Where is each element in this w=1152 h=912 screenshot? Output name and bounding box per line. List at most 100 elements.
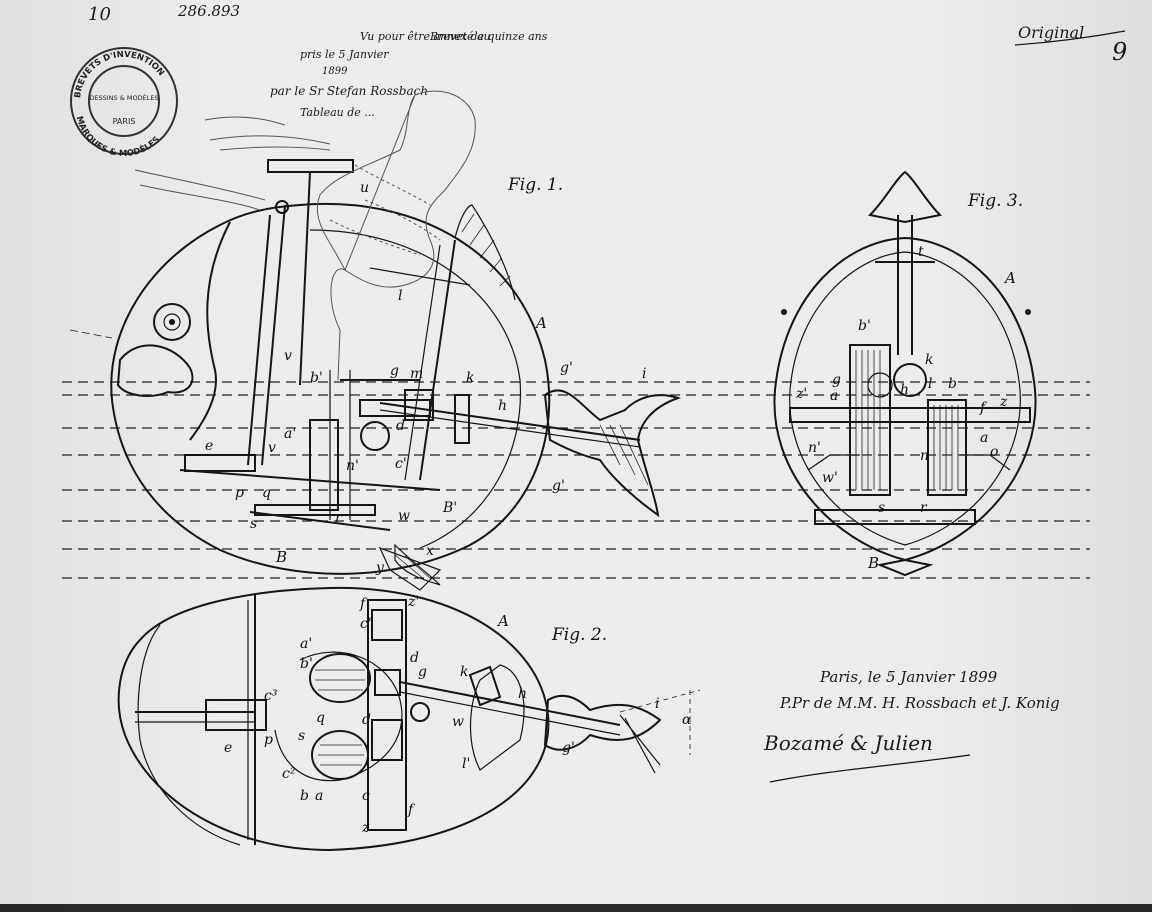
fig1-label-u: u [360, 180, 369, 196]
fig2-label-d-2: d [362, 712, 371, 728]
fig3-label-h: h [900, 382, 909, 398]
fig1-axis [70, 330, 112, 338]
fig2-label-a: a [315, 788, 323, 804]
fig1-title: Fig. 1. [507, 175, 563, 195]
scan-bottom-edge [0, 904, 1152, 912]
fig1-handlebar [268, 160, 353, 172]
fig2-label-c: c [362, 788, 370, 804]
fig3-label-a-2: a [980, 430, 988, 446]
fig1-gear-k [455, 395, 469, 443]
fig1-label-e: e [205, 438, 213, 454]
fig1-label-v: v [284, 348, 292, 364]
sheet-number-handwritten: 10 [88, 4, 111, 25]
stamp-city: PARIS [113, 117, 136, 126]
fig2-label-a-prime: a' [300, 636, 312, 652]
fig3-label-n: n [920, 448, 929, 464]
fig3-crossbar [790, 408, 1030, 422]
fig1-label-n-prime: n' [346, 458, 359, 474]
signature-name: Bozamé & Julien [763, 731, 933, 755]
fig2-label-l-prime: l' [462, 756, 470, 772]
fig1-label-m: m [410, 366, 423, 382]
fig3-floor [815, 510, 975, 524]
fig1-shaft-h [380, 403, 640, 440]
fig2-label-z-prime: z' [407, 594, 419, 610]
fig3-label-B: B [867, 554, 879, 572]
fig1-label-w: w [398, 508, 410, 524]
fig1-label-g-prime-2: g' [552, 478, 565, 494]
fig1-label-B-prime: B' [442, 500, 457, 516]
fig2-label-c2: c² [282, 766, 296, 782]
fig1-gill-line [190, 222, 230, 440]
fig2-hull [119, 588, 549, 850]
fig2-crank-circle [275, 652, 402, 780]
fig1-label-d: d [396, 418, 405, 434]
fig3-label-z: z [999, 394, 1008, 410]
attorney-line: P.Pr de M.M. H. Rossbach et J. Konig [779, 694, 1060, 712]
figure-1: Fig. 1. [70, 91, 678, 590]
fig2-label-z: z [361, 820, 370, 836]
fig2-label-g: g [418, 664, 427, 680]
fig3-label-z-prime: z' [795, 386, 807, 402]
fig1-label-q: q [262, 485, 271, 501]
fig2-label-k: k [460, 664, 468, 680]
fig3-label-g: g [832, 372, 841, 388]
fig3-fin [870, 172, 940, 222]
fig3-label-r: r [920, 500, 928, 516]
fig2-lever-l-prime [471, 665, 524, 770]
fig1-label-c-prime: c' [395, 456, 407, 472]
fig3-label-t: t [918, 244, 924, 260]
fig3-hull [774, 238, 1035, 560]
fig1-mouth [118, 345, 192, 396]
fig1-tail [545, 390, 678, 515]
fig1-label-v-2: v [268, 440, 276, 456]
fig2-label-e: e [224, 740, 232, 756]
header-notes: 10 286.893 Vu pour être annexé au Brevet… [88, 2, 1127, 150]
fig1-label-x: x [426, 543, 434, 559]
fig3-label-n-prime: n' [808, 440, 821, 456]
fig3-label-A: A [1003, 269, 1016, 287]
note-line-3: pris le 5 Janvier [300, 48, 389, 61]
note-line-5: par le Sr Stefan Rossbach [270, 84, 428, 98]
fig2-label-h: h [518, 686, 527, 702]
fig1-label-A: A [534, 314, 547, 332]
fig2-pump-e [206, 700, 266, 730]
fig3-label-w-prime: w' [822, 470, 838, 486]
figure-2: Fig. 2. A f z' c' a' b' d g [119, 588, 700, 850]
fig3-label-b: b [948, 376, 957, 392]
fig1-label-i: i [642, 366, 646, 382]
fig1-label-B: B [275, 548, 287, 566]
fig2-label-w: w [452, 714, 464, 730]
fig1-lever-l [370, 268, 470, 285]
fig2-label-b-prime: b' [300, 656, 313, 672]
note-line-6: Tableau de ... [300, 106, 375, 119]
fig2-title: Fig. 2. [551, 625, 607, 645]
fig3-label-s: s [878, 500, 885, 516]
fig1-label-y: y [375, 560, 385, 576]
fig2-label-g-prime: g' [562, 740, 575, 756]
note-line-2: Brevet de quinze ans [429, 30, 548, 43]
fig3-label-b-prime: b' [858, 318, 871, 334]
fig1-label-k: k [466, 370, 474, 386]
fig2-pedal-b-prime [310, 654, 370, 702]
fig2-label-c-prime: c' [360, 616, 372, 632]
fig3-label-l: l [928, 376, 932, 392]
fig1-dorsal-fin [455, 205, 515, 300]
fig1-label-h: h [498, 398, 507, 414]
fig3-keel [880, 560, 930, 575]
svg-text:BREVETS D'INVENTION: BREVETS D'INVENTION [73, 50, 166, 99]
fig2-label-A: A [496, 612, 509, 630]
fig1-label-p: p [235, 485, 244, 501]
fig2-label-f-2: f [407, 802, 416, 818]
fig2-label-p: p [264, 732, 273, 748]
fig1-label-a-prime: a' [284, 426, 296, 442]
fig2-label-q: q [316, 710, 325, 726]
figure-3: Fig. 3. t A b' k g h l b z' a f z [774, 172, 1035, 575]
sheet-number: 9 [1112, 38, 1127, 66]
fig3-label-o: o [990, 444, 998, 460]
note-line-4: 1899 [322, 66, 348, 77]
fig2-label-s: s [298, 728, 305, 744]
signature-flourish [770, 755, 970, 782]
fig3-label-k: k [925, 352, 933, 368]
fig2-label-c3: c³ [264, 688, 278, 704]
fig1-label-g-prime: g' [560, 360, 573, 376]
